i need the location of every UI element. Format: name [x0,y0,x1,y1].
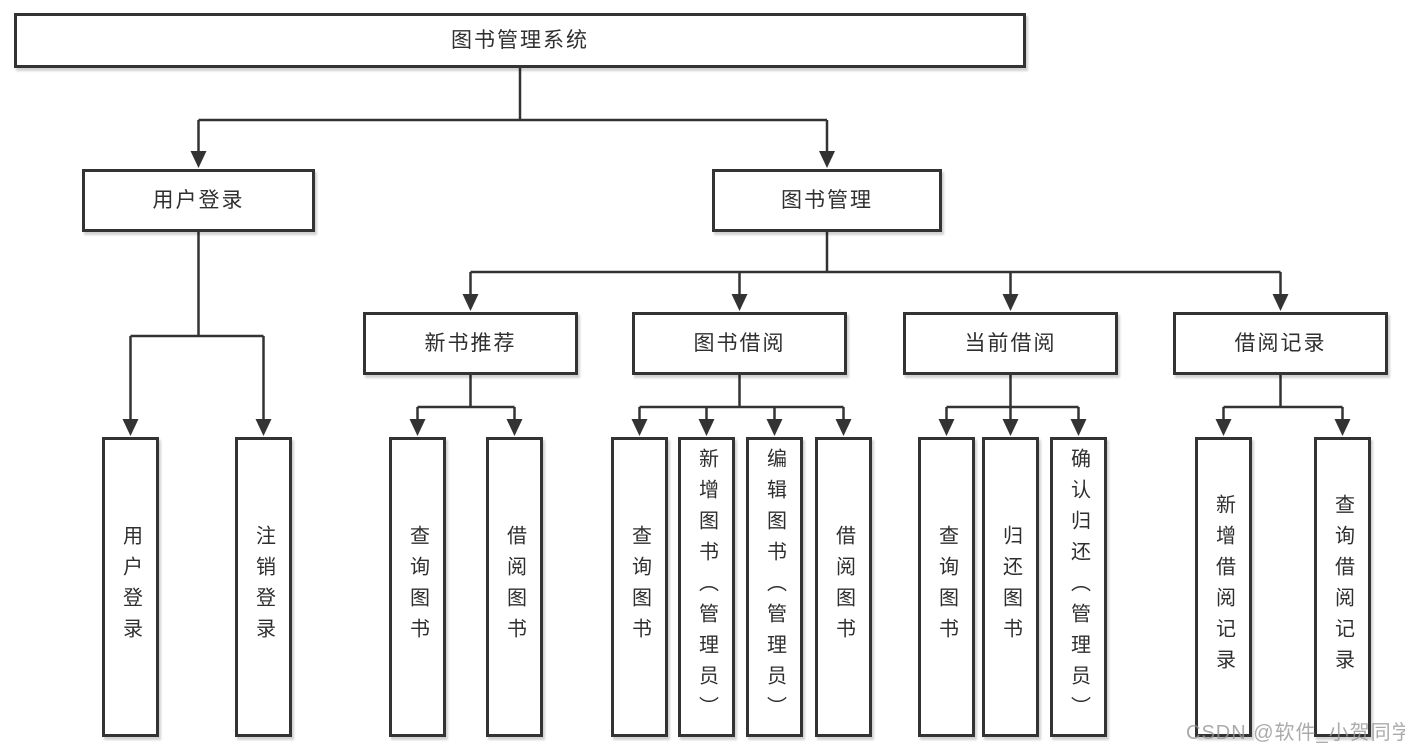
node-book-management: 图书管理 [712,169,942,232]
node-book-borrowing: 图书借阅 [632,312,847,375]
node-root-book-management-system: 图书管理系统 [14,13,1026,68]
leaf-current-query-books: 查询图书 [918,437,975,737]
leaf-recommend-borrow-books: 借阅图书 [486,437,543,737]
leaf-current-return-books: 归还图书 [982,437,1039,737]
node-current-borrowing: 当前借阅 [903,312,1118,375]
leaf-borrowing-add-books-admin: 新增图书（管理员） [678,437,735,737]
node-borrowing-records: 借阅记录 [1173,312,1388,375]
node-new-book-recommend: 新书推荐 [363,312,578,375]
leaf-user-login: 用户登录 [102,437,159,737]
leaf-records-add-record: 新增借阅记录 [1195,437,1252,737]
leaf-borrowing-query-books: 查询图书 [611,437,668,737]
leaf-logout: 注销登录 [235,437,292,737]
leaf-recommend-query-books: 查询图书 [389,437,446,737]
leaf-records-query-record: 查询借阅记录 [1314,437,1371,737]
leaf-current-confirm-return-admin: 确认归还（管理员） [1050,437,1107,737]
leaf-borrowing-borrow-books: 借阅图书 [815,437,872,737]
leaf-borrowing-edit-books-admin: 编辑图书（管理员） [746,437,803,737]
node-user-login: 用户登录 [82,169,315,232]
csdn-watermark: CSDN @软件_小贺同学 [1186,722,1405,744]
